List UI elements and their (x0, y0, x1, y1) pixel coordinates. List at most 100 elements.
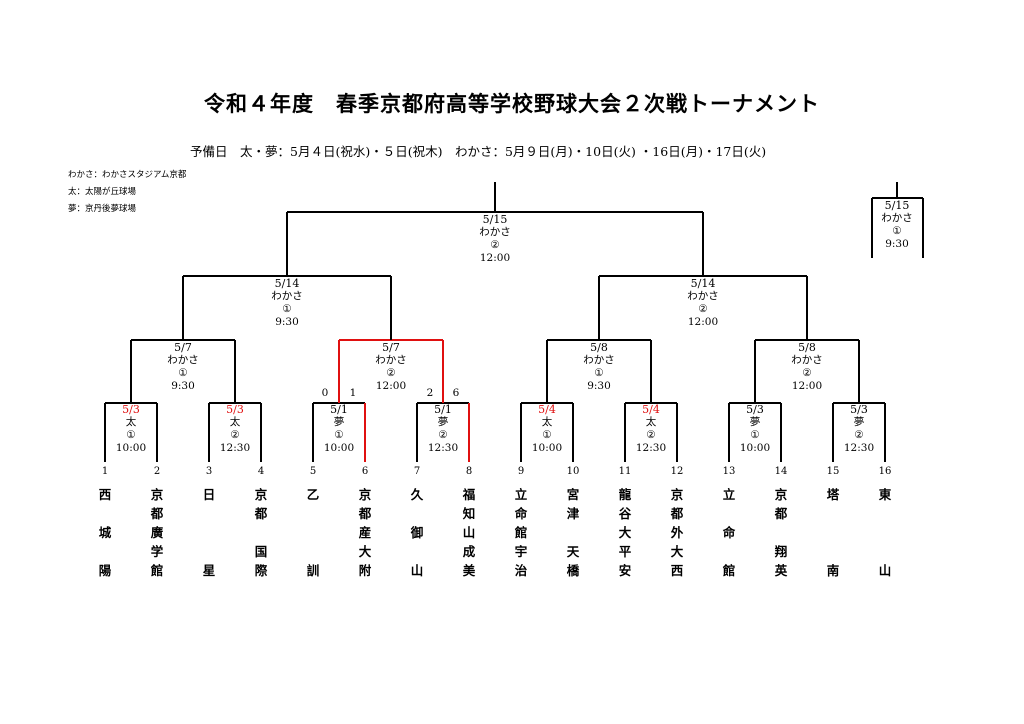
legend-taiyo: 太：太陽が丘球場 (68, 187, 137, 197)
match-date: 5/4 (538, 403, 556, 416)
match-date: 5/15 (884, 199, 910, 212)
match-date: 5/15 (482, 213, 508, 226)
match-field: ② (490, 239, 500, 251)
score-label: 2 (426, 387, 434, 399)
team-name: 日星 (202, 487, 216, 578)
team-number: 12 (670, 466, 684, 477)
match-date: 5/14 (274, 277, 300, 290)
match-date: 5/3 (746, 403, 764, 416)
match-date: 5/8 (798, 341, 816, 354)
match-time: 12:00 (375, 380, 407, 392)
match-venue: 太 (229, 416, 241, 428)
team-name: 京都産大附 (358, 487, 372, 578)
team-name: 塔南 (826, 487, 840, 578)
team-name: 立命館 (722, 487, 736, 578)
match-time: 12:00 (791, 380, 823, 392)
team-number: 15 (826, 466, 840, 477)
team-number: 5 (309, 466, 317, 477)
match-venue: わかさ (271, 290, 303, 302)
match-time: 12:30 (427, 442, 459, 454)
team-name: 京都廣学館 (150, 487, 164, 578)
match-time: 12:00 (687, 316, 719, 328)
team-name: 京都国際 (254, 487, 268, 578)
team-name: 西城陽 (98, 487, 112, 578)
team-number: 11 (618, 466, 632, 477)
match-venue: わかさ (583, 354, 615, 366)
match-time: 12:30 (843, 442, 875, 454)
match-venue: わかさ (479, 226, 511, 238)
match-time: 12:00 (479, 252, 511, 264)
team-name: 久御山 (410, 487, 424, 578)
match-field: ① (282, 303, 292, 315)
team-number: 7 (413, 466, 421, 477)
legend-yume: 夢：京丹後夢球場 (68, 204, 137, 214)
match-time: 9:30 (587, 380, 611, 392)
team-number: 13 (722, 466, 736, 477)
match-venue: わかさ (881, 212, 913, 224)
match-venue: 太 (645, 416, 657, 428)
legend-wakasa: わかさ：わかさスタジアム京都 (68, 170, 187, 180)
match-date: 5/7 (174, 341, 192, 354)
match-time: 10:00 (115, 442, 147, 454)
team-name: 京都翔英 (774, 487, 788, 578)
match-venue: わかさ (167, 354, 199, 366)
match-venue: 太 (125, 416, 137, 428)
match-venue: 太 (541, 416, 553, 428)
match-date: 5/1 (434, 403, 452, 416)
team-number: 8 (465, 466, 473, 477)
score-label: 1 (349, 387, 357, 399)
match-field: ② (646, 429, 656, 441)
match-date: 5/3 (226, 403, 244, 416)
match-field: ① (542, 429, 552, 441)
team-number: 10 (566, 466, 580, 477)
match-time: 9:30 (885, 238, 909, 250)
team-name: 龍谷大平安 (618, 487, 632, 578)
team-number: 6 (361, 466, 369, 477)
match-field: ① (126, 429, 136, 441)
match-venue: 夢 (333, 416, 345, 428)
match-field: ② (802, 367, 812, 379)
team-name: 福知山成美 (462, 487, 476, 578)
team-number: 3 (205, 466, 213, 477)
match-time: 9:30 (171, 380, 195, 392)
match-venue: 夢 (853, 416, 865, 428)
match-date: 5/1 (330, 403, 348, 416)
match-field: ② (854, 429, 864, 441)
reserve-days-note: 予備日 太・夢：5月４日(祝水)・５日(祝木) わかさ：5月９日(月)・10日(… (190, 144, 767, 159)
match-field: ② (698, 303, 708, 315)
match-field: ① (750, 429, 760, 441)
team-number: 9 (517, 466, 525, 477)
team-name: 立命館宇治 (514, 487, 528, 578)
match-time: 10:00 (739, 442, 771, 454)
match-venue: 夢 (749, 416, 761, 428)
match-field: ① (334, 429, 344, 441)
match-date: 5/7 (382, 341, 400, 354)
match-field: ② (230, 429, 240, 441)
team-number: 1 (101, 466, 109, 477)
match-time: 12:30 (635, 442, 667, 454)
match-venue: わかさ (687, 290, 719, 302)
match-field: ② (386, 367, 396, 379)
match-time: 10:00 (531, 442, 563, 454)
match-venue: わかさ (791, 354, 823, 366)
match-venue: わかさ (375, 354, 407, 366)
team-number: 14 (774, 466, 788, 477)
score-label: 0 (321, 387, 329, 399)
match-date: 5/3 (122, 403, 140, 416)
